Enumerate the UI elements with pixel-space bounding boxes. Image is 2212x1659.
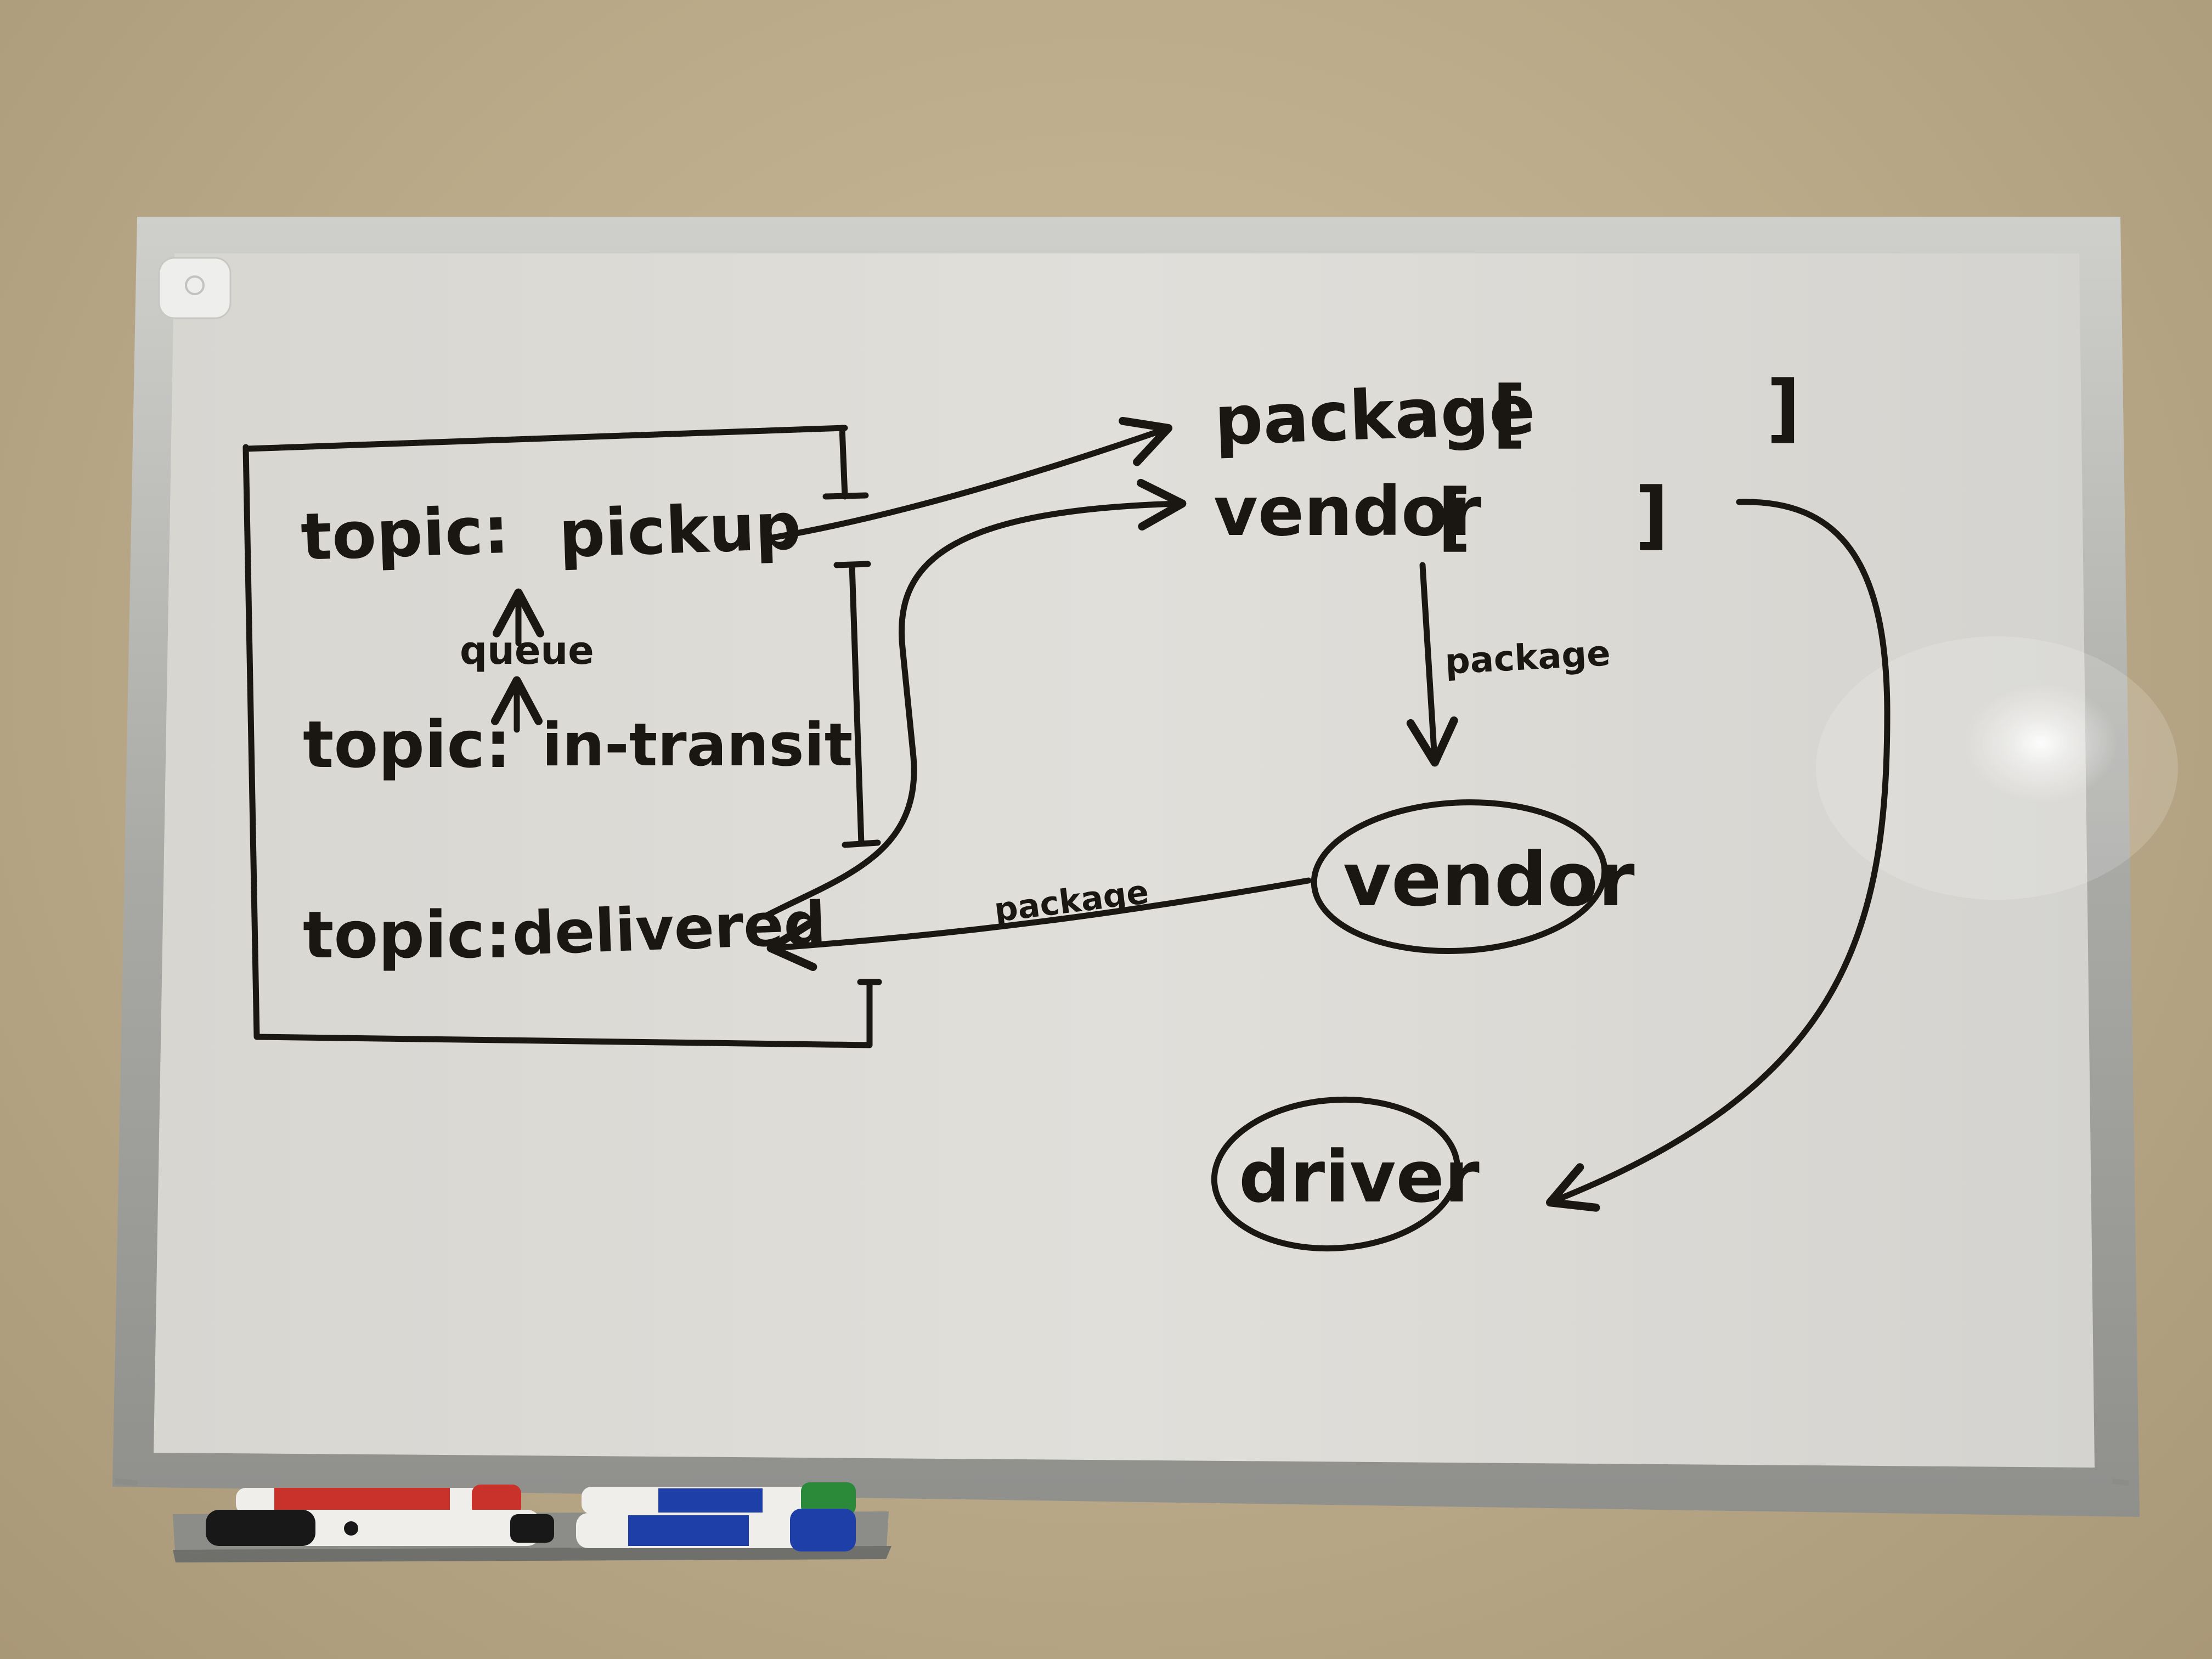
package-array-close-bracket: ] [1767,365,1801,451]
diagram-text: topic: pickup queue topic: in-transit to… [300,365,1801,1218]
package-array-open-bracket: [ [1492,370,1526,456]
box-bracket-mid [833,561,881,848]
queue-label: queue [460,628,594,673]
diagram [242,416,1891,1252]
delivered-to-vendor-arrow [762,478,1187,919]
topic-box [242,425,873,1048]
corner-clip-logo-icon [185,275,205,295]
vendor-array-to-driver-arrow [1545,499,1891,1212]
marker-black-icon[interactable] [206,1510,554,1546]
board-surface [154,253,2095,1468]
topic-name-in-transit: in-transit [542,711,853,780]
vendor-node-label: vendor [1343,837,1635,923]
tray-hook-left [115,1479,138,1486]
vendor-array-label: vendor [1214,472,1481,551]
driver-node-label: driver [1239,1135,1480,1218]
vendor-node-to-delivered-arrow [766,877,1312,971]
topic-name-pickup: pickup [557,488,802,572]
marker-tray [115,1479,2129,1562]
board-glare [1964,683,2118,804]
tray-lip [173,1546,891,1562]
vendor-array-close-bracket: ] [1635,472,1669,558]
vendor-array-open-bracket: [ [1437,473,1471,560]
driver-node-circle [1211,1096,1461,1252]
topic-prefix-in-transit: topic: [303,707,511,782]
topic-prefix-pickup: topic: [300,492,510,575]
vendor-node-circle [1311,799,1608,955]
box-bracket-top [822,425,869,500]
marker-blue-icon[interactable] [576,1509,856,1551]
tray-hook-right [2112,1479,2129,1486]
whiteboard [112,217,2178,1517]
edge-label-vendor-to-node: package [1444,633,1611,682]
pickup-to-package-arrow [769,416,1173,541]
board-corner-clip [158,257,232,319]
board-glare-soft [1816,636,2178,900]
marker-green-icon[interactable] [582,1482,856,1515]
topic-prefix-delivered: topic: [303,897,511,973]
vendor-array-to-vendor-node-arrow [1406,562,1458,767]
topic-name-delivered: delivered [511,889,827,969]
package-array-label: package [1213,371,1537,461]
